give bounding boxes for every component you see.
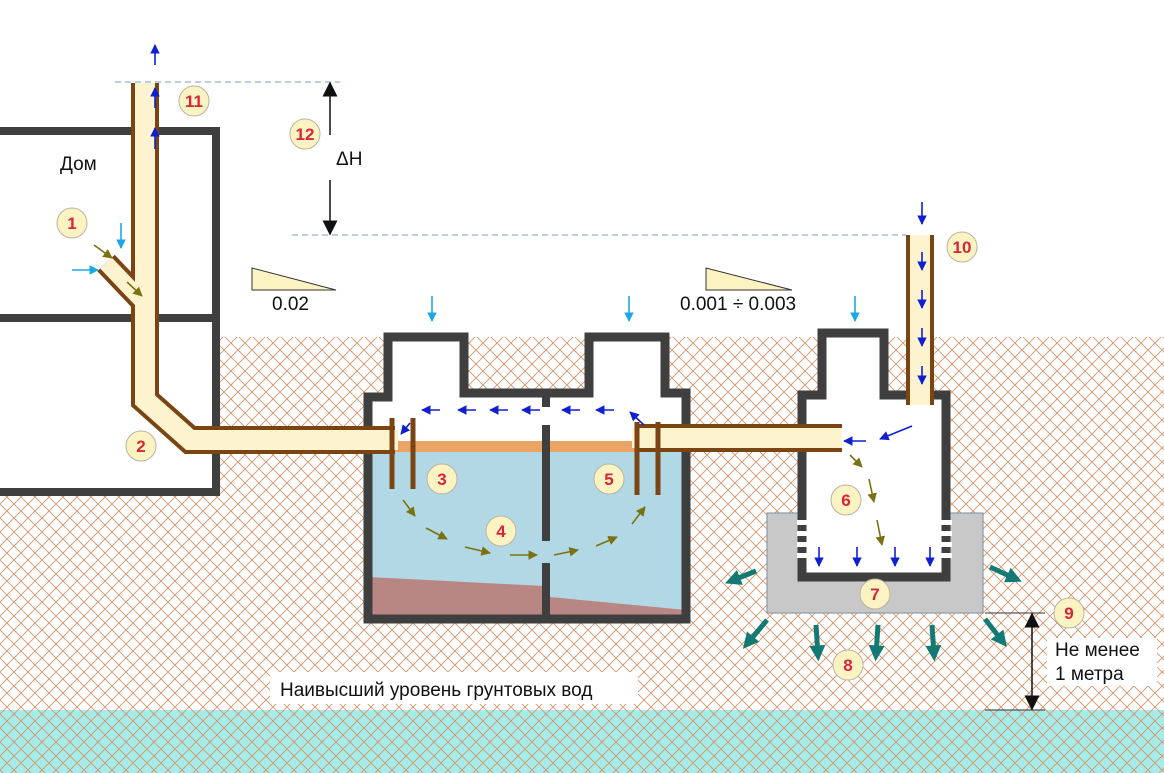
marker-3: 3 bbox=[426, 463, 458, 495]
septic-tank bbox=[363, 332, 691, 624]
marker-12: 12 bbox=[289, 118, 321, 150]
marker-7: 7 bbox=[859, 578, 891, 610]
svg-text:0.001 ÷ 0.003: 0.001 ÷ 0.003 bbox=[680, 294, 796, 315]
slope-indicator-left: 0.02 bbox=[251, 267, 337, 315]
svg-text:9: 9 bbox=[1064, 604, 1073, 623]
sludge-right bbox=[550, 597, 686, 618]
svg-text:2: 2 bbox=[136, 437, 145, 456]
svg-text:10: 10 bbox=[953, 238, 972, 257]
house-label: Дом bbox=[60, 154, 97, 175]
min-depth-line2: 1 метра bbox=[1055, 664, 1124, 685]
marker-10: 10 bbox=[946, 231, 978, 263]
marker-1: 1 bbox=[56, 207, 88, 239]
groundwater-layer bbox=[0, 710, 1164, 773]
sewage-arrows bbox=[93, 244, 886, 560]
seepage-arrows bbox=[725, 564, 1022, 662]
marker-6: 6 bbox=[830, 484, 862, 516]
sewer-pipe-house bbox=[97, 83, 398, 454]
svg-text:1: 1 bbox=[67, 214, 76, 233]
svg-text:7: 7 bbox=[870, 585, 879, 604]
tank-baffles bbox=[389, 418, 661, 495]
marker-9: 9 bbox=[1053, 597, 1085, 629]
min-depth-line1: Не менее bbox=[1055, 640, 1140, 661]
svg-text:5: 5 bbox=[604, 470, 613, 489]
marker-11: 11 bbox=[178, 85, 210, 117]
svg-text:6: 6 bbox=[841, 491, 850, 510]
house-outline bbox=[0, 127, 220, 496]
filtration-well bbox=[766, 328, 984, 614]
sludge-left bbox=[368, 577, 544, 618]
slope-indicator-right: 0.001 ÷ 0.003 bbox=[680, 267, 796, 315]
marker-8: 8 bbox=[832, 649, 864, 681]
svg-text:3: 3 bbox=[437, 470, 446, 489]
marker-4: 4 bbox=[485, 515, 517, 547]
flow-arrows bbox=[150, 44, 935, 567]
svg-text:8: 8 bbox=[843, 656, 852, 675]
svg-text:4: 4 bbox=[496, 522, 506, 541]
air-arrows bbox=[72, 223, 860, 322]
delta-h-label: ΔH bbox=[336, 149, 362, 170]
height-dimension: ΔH bbox=[115, 81, 906, 236]
scum-layer bbox=[368, 441, 686, 452]
marker-5: 5 bbox=[593, 463, 625, 495]
groundwater-label: Наивысший уровень грунтовых вод bbox=[280, 680, 592, 701]
svg-text:11: 11 bbox=[185, 92, 203, 111]
marker-2: 2 bbox=[125, 430, 157, 462]
svg-text:12: 12 bbox=[296, 125, 315, 144]
number-markers: 1 2 3 4 5 6 7 8 9 10 11 12 bbox=[56, 85, 1085, 681]
depth-dimension: Не менее 1 метра bbox=[985, 612, 1157, 711]
svg-text:0.02: 0.02 bbox=[272, 294, 309, 315]
